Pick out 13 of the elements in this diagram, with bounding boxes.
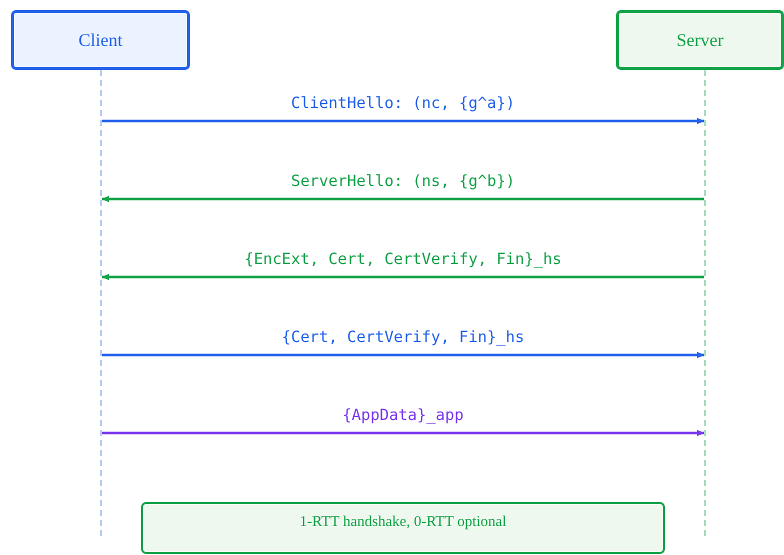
message-arrow [101, 274, 704, 280]
note-text: 1-RTT handshake, 0-RTT optional [300, 514, 506, 532]
lifeline [100, 70, 102, 536]
participant-box [616, 10, 784, 70]
message-arrow [101, 196, 704, 202]
message-arrow [102, 352, 705, 358]
participant-name: Client [78, 30, 122, 50]
message-arrow [102, 118, 705, 124]
participant-box [11, 10, 190, 70]
message-arrow [102, 430, 705, 436]
note-box [141, 502, 665, 554]
participant-name: Server [676, 30, 724, 50]
lifeline [704, 70, 706, 536]
